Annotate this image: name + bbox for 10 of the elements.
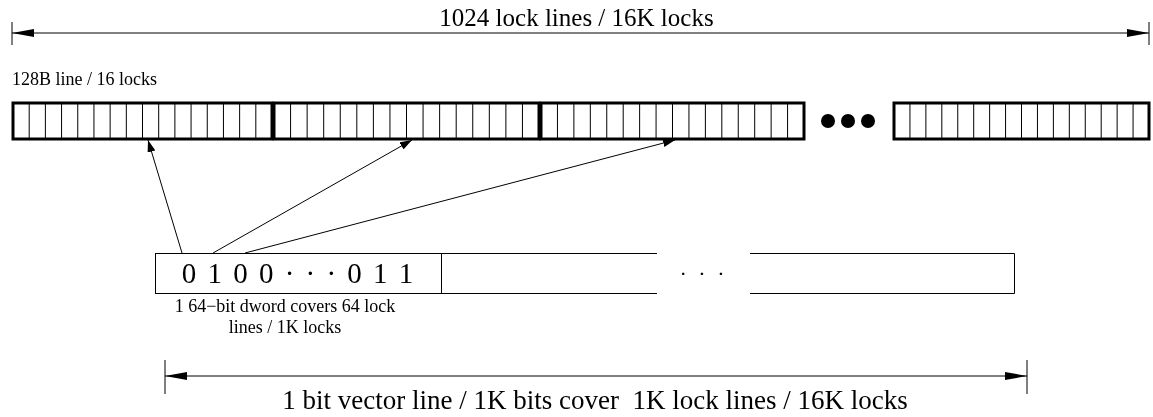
ellipsis-text: · · · <box>679 260 728 287</box>
dimension-label: 1 bit vector line / 1K bits cover 1K lock lines / 16K locks <box>282 385 908 416</box>
dword-caption: 1 64−bit dword covers 64 lock lines / 1K locks <box>173 296 397 338</box>
dword-box <box>155 253 442 294</box>
bit-vector-box <box>442 253 1015 294</box>
arrow <box>212 139 413 254</box>
bit-values: 0 1 0 0 · · · 0 1 1 <box>181 257 416 290</box>
arrow <box>244 139 676 254</box>
line-size-label: 128B line / 16 locks <box>12 68 157 90</box>
arrow <box>147 139 183 254</box>
